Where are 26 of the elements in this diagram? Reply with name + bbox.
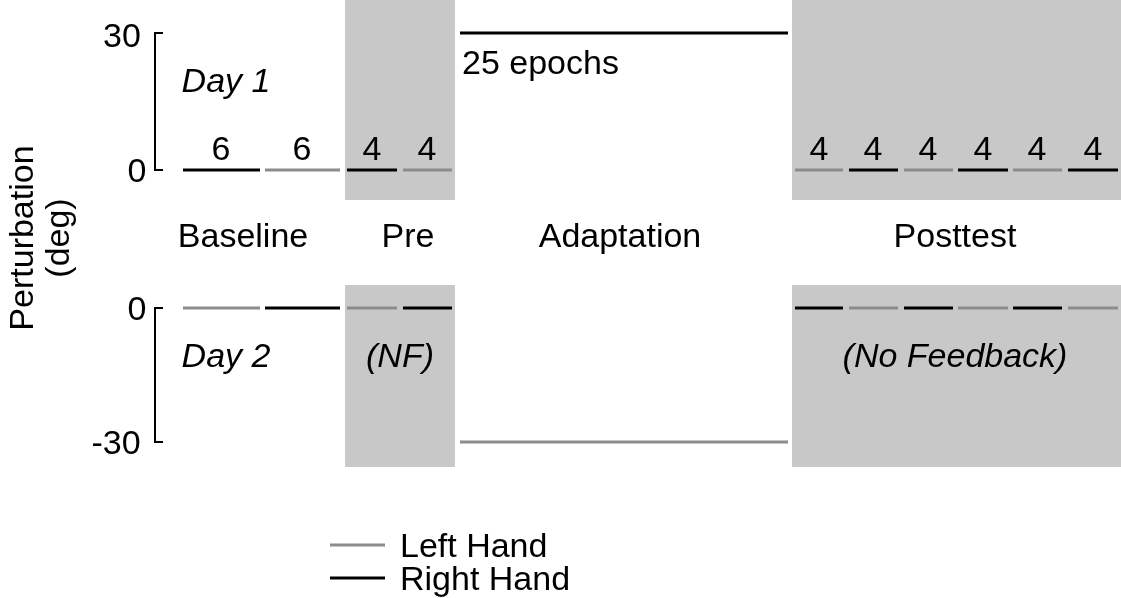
epoch-count: 4 bbox=[973, 131, 993, 165]
epoch-count: 4 bbox=[809, 131, 829, 165]
day-label: Day 1 bbox=[181, 63, 271, 97]
tick-label: 0 bbox=[127, 153, 147, 187]
epoch-count: 25 epochs bbox=[462, 45, 619, 79]
condition-label: (NF) bbox=[366, 338, 434, 372]
epoch-count: 4 bbox=[1083, 131, 1103, 165]
phase-label: Pre bbox=[381, 218, 435, 252]
legend-label: Right Hand bbox=[400, 561, 571, 595]
tick-label: 30 bbox=[103, 18, 141, 52]
tick-label: -30 bbox=[91, 425, 141, 459]
phase-label: Baseline bbox=[177, 218, 309, 252]
tick-label: 0 bbox=[127, 291, 147, 325]
epoch-count: 4 bbox=[918, 131, 938, 165]
phase-label: Adaptation bbox=[538, 218, 702, 252]
epoch-count: 4 bbox=[863, 131, 883, 165]
epoch-count: 4 bbox=[362, 131, 382, 165]
day-label: Day 2 bbox=[181, 338, 271, 372]
condition-label: (No Feedback) bbox=[842, 338, 1068, 372]
epoch-count: 6 bbox=[211, 131, 231, 165]
phase-label: Posttest bbox=[893, 218, 1017, 252]
epoch-count: 4 bbox=[417, 131, 437, 165]
axis-title: Perturbation (deg) bbox=[4, 144, 76, 333]
legend-label: Left Hand bbox=[400, 528, 548, 562]
epoch-count: 4 bbox=[1027, 131, 1047, 165]
epoch-count: 6 bbox=[292, 131, 312, 165]
